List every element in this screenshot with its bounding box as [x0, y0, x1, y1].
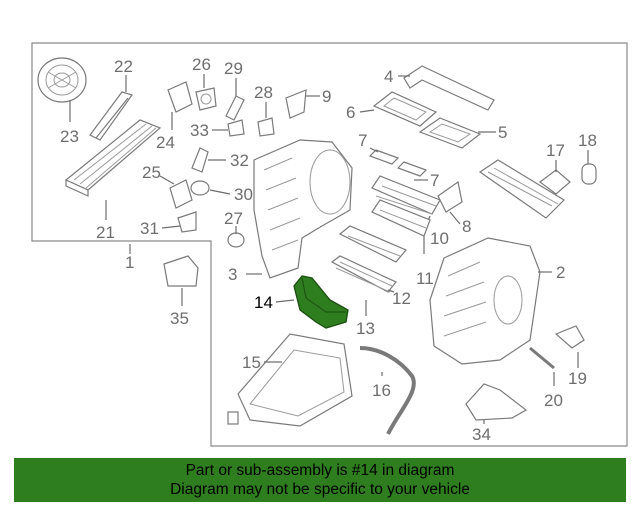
- callout-23: 23: [60, 127, 79, 146]
- callout-6: 6: [346, 103, 355, 122]
- seal-5: [418, 117, 482, 149]
- info-banner: Part or sub-assembly is #14 in diagram D…: [14, 458, 626, 502]
- callout-17: 17: [546, 141, 565, 160]
- callout-10: 10: [430, 229, 449, 248]
- callout-27: 27: [224, 209, 243, 228]
- part-35: [163, 255, 199, 287]
- callout-7b: 7: [430, 171, 439, 190]
- callout-12: 12: [392, 289, 411, 308]
- callout-32: 32: [230, 151, 249, 170]
- callout-1: 1: [125, 253, 134, 272]
- callout-4: 4: [384, 67, 393, 86]
- left-housing: [253, 139, 353, 279]
- callout-9: 9: [322, 87, 331, 106]
- bushing-30: [190, 180, 210, 196]
- blower-motor: [37, 57, 87, 103]
- bracket-8: [437, 180, 463, 213]
- subassembly-frame: [31, 42, 628, 447]
- actuator-33: [227, 119, 245, 137]
- callout-26: 26: [192, 55, 211, 74]
- clip-31: [177, 211, 197, 233]
- callout-3: 3: [228, 265, 237, 284]
- evaporator-tubes: [89, 91, 133, 141]
- part-27: [227, 232, 245, 248]
- lower-case: [227, 333, 353, 427]
- banner-line-1: Part or sub-assembly is #14 in diagram: [185, 462, 455, 479]
- actuator-26: [195, 87, 217, 111]
- callout-31: 31: [140, 219, 159, 238]
- lever-29: [225, 95, 245, 121]
- callout-2: 2: [556, 263, 565, 282]
- callout-16: 16: [372, 381, 391, 400]
- cover-34: [465, 383, 528, 421]
- link-32: [191, 147, 209, 173]
- drain-hose: [359, 346, 416, 435]
- callout-30: 30: [234, 185, 253, 204]
- door-13: [338, 225, 407, 263]
- callout-7a: 7: [358, 131, 367, 150]
- sensor-20: [529, 346, 555, 370]
- actuator-25: [169, 179, 193, 209]
- right-housing: [429, 237, 541, 365]
- callout-14: 14: [254, 293, 273, 312]
- strip-7b: [396, 161, 428, 177]
- callout-5: 5: [498, 123, 507, 142]
- callout-20: 20: [544, 391, 563, 410]
- actuator-28: [257, 117, 275, 137]
- callout-19: 19: [568, 369, 587, 388]
- callout-33: 33: [190, 121, 209, 140]
- callout-21: 21: [96, 223, 115, 242]
- strip-7a: [368, 149, 400, 165]
- seal-6: [372, 91, 438, 127]
- filter-12: [330, 255, 397, 293]
- evaporator-core: [64, 119, 162, 197]
- bracket-9: [285, 89, 307, 119]
- callout-15: 15: [242, 353, 261, 372]
- callout-11: 11: [416, 269, 434, 288]
- callout-24: 24: [156, 133, 175, 152]
- callout-35: 35: [170, 309, 189, 328]
- callout-34: 34: [472, 425, 491, 444]
- callout-25: 25: [142, 163, 161, 182]
- banner-line-2: Diagram may not be specific to your vehi…: [170, 481, 470, 498]
- highlighted-part-14: [293, 275, 349, 329]
- gasket-4: [403, 65, 495, 111]
- callout-18: 18: [578, 131, 597, 150]
- callout-13: 13: [356, 319, 375, 338]
- actuator-24: [167, 81, 193, 113]
- callout-22: 22: [114, 57, 133, 76]
- part-18: [581, 163, 597, 185]
- callout-29: 29: [224, 59, 243, 78]
- callout-28: 28: [254, 83, 273, 102]
- heater-core: [478, 159, 571, 219]
- part-19: [554, 325, 585, 349]
- callout-8: 8: [462, 217, 471, 236]
